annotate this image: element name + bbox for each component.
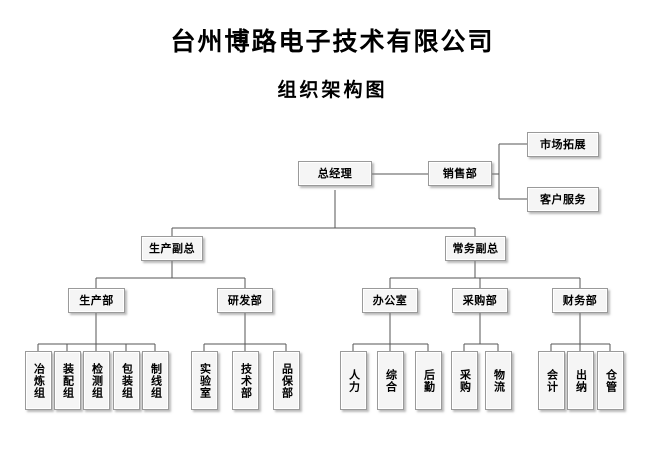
node-technology-dept-body: 技术部 [233,352,258,409]
node-sales-dept[interactable]: 销售部 [428,161,492,186]
node-quality-dept[interactable]: 品保部 [273,351,300,410]
node-executive-vp-body: 常务副总 [446,237,505,260]
node-executive-vp-label: 常务副总 [452,242,499,255]
node-rd-dept[interactable]: 研发部 [217,288,273,313]
node-logistics-team[interactable]: 物流 [485,351,512,410]
node-inspection-group[interactable]: 检测组 [83,351,110,410]
node-purchasing-team-label: 采购 [458,368,472,393]
node-assembly-group-body: 装配组 [55,352,80,409]
node-packaging-group[interactable]: 包装组 [113,351,140,410]
node-human-resources-body: 人力 [341,352,366,409]
page-subtitle: 组织架构图 [277,79,388,101]
node-production-vp-label: 生产副总 [149,242,195,255]
node-quality-dept-label: 品保部 [280,362,294,399]
node-customer-service-label: 客户服务 [540,193,586,206]
node-executive-vp[interactable]: 常务副总 [445,236,506,261]
node-packaging-group-body: 包装组 [114,352,139,409]
node-quality-dept-body: 品保部 [274,352,299,409]
node-general-manager[interactable]: 总经理 [298,161,372,186]
node-logistics-team-label: 物流 [492,368,506,393]
node-logistics-support[interactable]: 后勤 [415,351,442,410]
node-purchasing-dept-label: 采购部 [462,294,498,307]
node-laboratory-label: 实验室 [198,362,212,399]
node-wire-group-body: 制线组 [143,352,168,409]
node-technology-dept-label: 技术部 [239,362,253,399]
node-office-dept[interactable]: 办公室 [362,288,418,313]
node-human-resources-label: 人力 [347,368,361,393]
node-cashier-body: 出纳 [568,352,593,409]
node-purchasing-dept-body: 采购部 [453,289,507,312]
node-customer-service-body: 客户服务 [528,188,598,211]
node-general-affairs[interactable]: 综合 [377,351,404,410]
node-laboratory[interactable]: 实验室 [191,351,218,410]
node-general-manager-label: 总经理 [317,167,353,180]
node-purchasing-dept[interactable]: 采购部 [452,288,508,313]
page-title: 台州博路电子技术有限公司 [170,27,495,56]
node-cashier[interactable]: 出纳 [567,351,594,410]
node-assembly-group[interactable]: 装配组 [54,351,81,410]
node-logistics-support-label: 后勤 [422,368,436,393]
node-inspection-group-label: 检测组 [90,362,104,399]
node-wire-group[interactable]: 制线组 [142,351,169,410]
node-finance-dept-body: 财务部 [553,289,607,312]
node-logistics-team-body: 物流 [486,352,511,409]
node-accounting-body: 会计 [539,352,564,409]
node-rd-dept-body: 研发部 [218,289,272,312]
node-smelting-group-label: 冶炼组 [32,362,46,399]
node-inspection-group-body: 检测组 [84,352,109,409]
node-technology-dept[interactable]: 技术部 [232,351,259,410]
node-customer-service[interactable]: 客户服务 [527,187,599,212]
node-production-dept[interactable]: 生产部 [68,288,125,313]
node-general-manager-body: 总经理 [299,162,371,185]
node-assembly-group-label: 装配组 [61,362,75,399]
node-general-affairs-label: 综合 [384,368,398,393]
node-sales-dept-label: 销售部 [442,167,478,180]
node-smelting-group[interactable]: 冶炼组 [25,351,52,410]
node-sales-dept-body: 销售部 [429,162,491,185]
node-smelting-group-body: 冶炼组 [26,352,51,409]
node-warehouse-label: 仓管 [604,368,618,393]
node-wire-group-label: 制线组 [149,362,163,399]
node-office-dept-body: 办公室 [363,289,417,312]
node-office-dept-label: 办公室 [372,294,408,307]
node-cashier-label: 出纳 [574,368,588,393]
node-warehouse[interactable]: 仓管 [597,351,624,410]
node-logistics-support-body: 后勤 [416,352,441,409]
node-purchasing-team-body: 采购 [452,352,477,409]
node-production-dept-label: 生产部 [79,294,114,307]
node-warehouse-body: 仓管 [598,352,623,409]
node-packaging-group-label: 包装组 [120,362,134,399]
node-market-development-body: 市场拓展 [528,133,598,156]
node-laboratory-body: 实验室 [192,352,217,409]
node-rd-dept-label: 研发部 [227,294,263,307]
node-market-development[interactable]: 市场拓展 [527,132,599,157]
node-accounting[interactable]: 会计 [538,351,565,410]
node-finance-dept-label: 财务部 [562,294,598,307]
node-human-resources[interactable]: 人力 [340,351,367,410]
node-finance-dept[interactable]: 财务部 [552,288,608,313]
node-purchasing-team[interactable]: 采购 [451,351,478,410]
node-production-vp-body: 生产副总 [142,237,202,260]
node-production-dept-body: 生产部 [69,289,124,312]
node-production-vp[interactable]: 生产副总 [141,236,203,261]
node-accounting-label: 会计 [545,368,559,393]
node-general-affairs-body: 综合 [378,352,403,409]
node-market-development-label: 市场拓展 [540,138,586,151]
